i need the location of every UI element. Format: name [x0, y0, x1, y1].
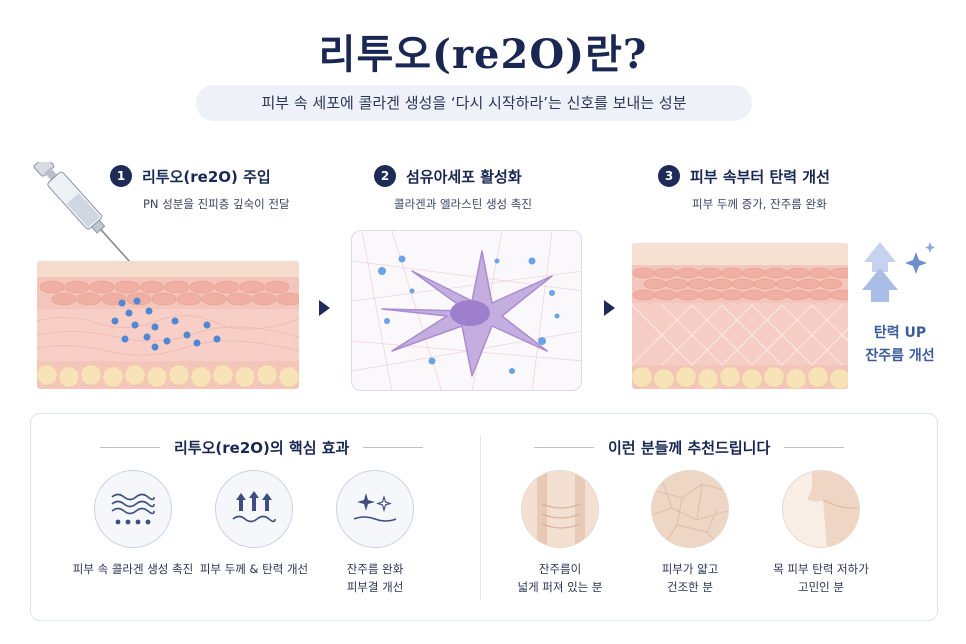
step-1-title: 리투오(re2O) 주입 [142, 167, 271, 186]
result-label-1: 탄력 UP [873, 325, 927, 341]
arrows-up-icon [862, 242, 935, 302]
wave-dots-icon [94, 470, 172, 548]
effect-3-label-2: 피부결 개선 [346, 580, 404, 594]
effect-caption-1: 피부 속 콜라겐 생성 촉진 [58, 560, 208, 578]
recommend-2-label: 피부가 얇고 [661, 562, 719, 576]
step-1-desc: PN 성분을 진피층 깊숙이 전달 [143, 197, 290, 211]
neck-profile-image [782, 470, 860, 548]
recommend-caption-3: 목 피부 탄력 저하가 고민인 분 [746, 560, 896, 596]
recommend-1-label-2: 넓게 퍼져 있는 분 [517, 580, 603, 594]
effect-2-label: 피부 두께 & 탄력 개선 [199, 562, 309, 576]
skin-after-illustration [632, 243, 848, 389]
arrow-right-icon [319, 300, 330, 316]
step-1-number: 1 [110, 165, 132, 187]
effect-caption-2: 피부 두께 & 탄력 개선 [179, 560, 329, 578]
effects-title-text: 리투오(re2O)의 핵심 효과 [174, 439, 350, 457]
arrow-right-icon [604, 300, 615, 316]
fibroblast-illustration [351, 230, 582, 391]
recommend-section-title: 이런 분들께 추천드립니다 [520, 437, 858, 458]
effect-caption-3: 잔주름 완화 피부결 개선 [300, 560, 450, 596]
panel-divider [480, 435, 481, 600]
step-2-desc: 콜라겐과 엘라스틴 생성 촉진 [394, 197, 532, 211]
step-1-heading: 1 리투오(re2O) 주입 [110, 165, 271, 187]
step-3-desc: 피부 두께 증가, 잔주름 완화 [692, 197, 827, 211]
skin-before-illustration [37, 261, 299, 389]
step-2-heading: 2 섬유아세포 활성화 [374, 165, 522, 187]
recommend-2-label-2: 건조한 분 [667, 580, 713, 594]
recommend-3-label-2: 고민인 분 [798, 580, 844, 594]
neck-wrinkle-image [521, 470, 599, 548]
page-subtitle: 피부 속 세포에 콜라겐 생성을 ‘다시 시작하라’는 신호를 보내는 성분 [196, 85, 752, 121]
syringe-icon [33, 162, 133, 265]
recommend-1-label: 잔주름이 [538, 562, 582, 576]
page-title: 리투오(re2O)란? [318, 31, 648, 78]
step-3-title: 피부 속부터 탄력 개선 [690, 167, 830, 186]
recommend-3-label: 목 피부 탄력 저하가 [773, 562, 869, 576]
dry-skin-image [651, 470, 729, 548]
step-2-title: 섬유아세포 활성화 [406, 167, 522, 186]
sparkle-icon [336, 470, 414, 548]
recommend-caption-2: 피부가 얇고 건조한 분 [615, 560, 765, 596]
recommend-title-text: 이런 분들께 추천드립니다 [608, 439, 771, 457]
recommend-caption-1: 잔주름이 넓게 퍼져 있는 분 [485, 560, 635, 596]
step-3-heading: 3 피부 속부터 탄력 개선 [658, 165, 830, 187]
effects-section-title: 리투오(re2O)의 핵심 효과 [86, 437, 437, 458]
result-label-2: 잔주름 개선 [865, 348, 935, 364]
step-2-number: 2 [374, 165, 396, 187]
effect-1-label: 피부 속 콜라겐 생성 촉진 [72, 562, 194, 576]
step-3-number: 3 [658, 165, 680, 187]
effect-3-label: 잔주름 완화 [346, 562, 404, 576]
arrows-up-icon [215, 470, 293, 548]
